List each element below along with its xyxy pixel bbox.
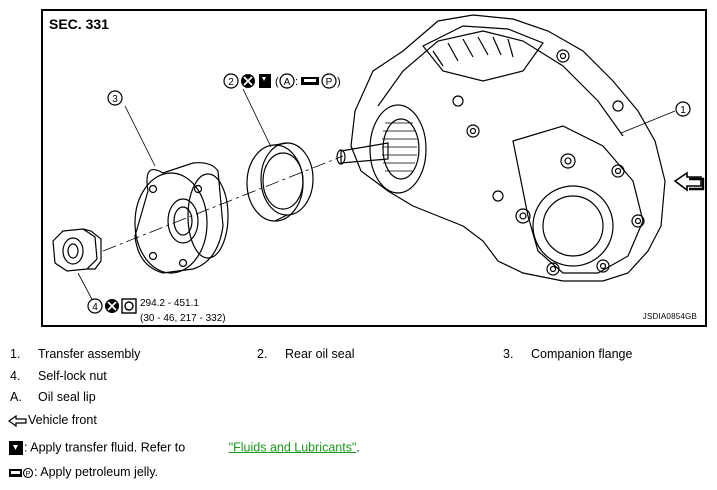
svg-text:A: A [284, 77, 291, 88]
svg-text:P: P [26, 471, 31, 478]
svg-text:2: 2 [228, 77, 234, 88]
callout-4-symbol-row: 4 [87, 298, 137, 314]
circled-x-icon [105, 299, 119, 313]
petroleum-jelly-icon: P [9, 467, 34, 478]
transfer-assembly-drawing [336, 14, 666, 282]
vehicle-front-arrow-icon [673, 171, 705, 192]
rear-oil-seal-drawing [246, 142, 314, 222]
companion-flange-drawing [134, 162, 229, 274]
petroleum-jelly-icon [301, 77, 319, 85]
torque-value: 294.2 - 451.1 [140, 298, 199, 309]
svg-text:P: P [326, 77, 333, 88]
fluids-and-lubricants-link[interactable]: "Fluids and Lubricants" [228, 440, 357, 455]
svg-text:1: 1 [680, 105, 686, 116]
petroleum-jelly-note: P : Apply petroleum jelly. [8, 465, 158, 479]
callout-1: 1 [675, 101, 691, 117]
transfer-fluid-note: : Apply transfer fluid. Refer to "Fluids… [8, 440, 360, 456]
callout-2-symbol-row: 2 ( A : P ) [223, 73, 341, 89]
svg-text::: : [295, 76, 298, 88]
vehicle-front-arrow-icon [8, 414, 27, 427]
svg-text:(: ( [275, 76, 279, 88]
callout-3: 3 [107, 90, 123, 106]
section-title: SEC. 331 [49, 16, 109, 32]
exploded-view-figure: 1 3 2 ( A : [41, 9, 707, 327]
figure-code: JSDIA0854GB [642, 312, 697, 321]
svg-text:): ) [337, 76, 341, 88]
svg-text:3: 3 [112, 94, 118, 105]
torque-wrench-icon [121, 298, 137, 314]
exploded-view-drawing: 1 3 2 ( A : [52, 14, 705, 314]
self-lock-nut-drawing [52, 228, 102, 272]
fluid-can-icon [9, 441, 23, 455]
svg-text:4: 4 [92, 302, 98, 313]
torque-value-units: (30 - 46, 217 - 332) [140, 313, 226, 324]
fluid-can-icon [259, 74, 271, 88]
vehicle-front-note: Vehicle front [8, 413, 97, 427]
circled-x-icon [241, 74, 255, 88]
